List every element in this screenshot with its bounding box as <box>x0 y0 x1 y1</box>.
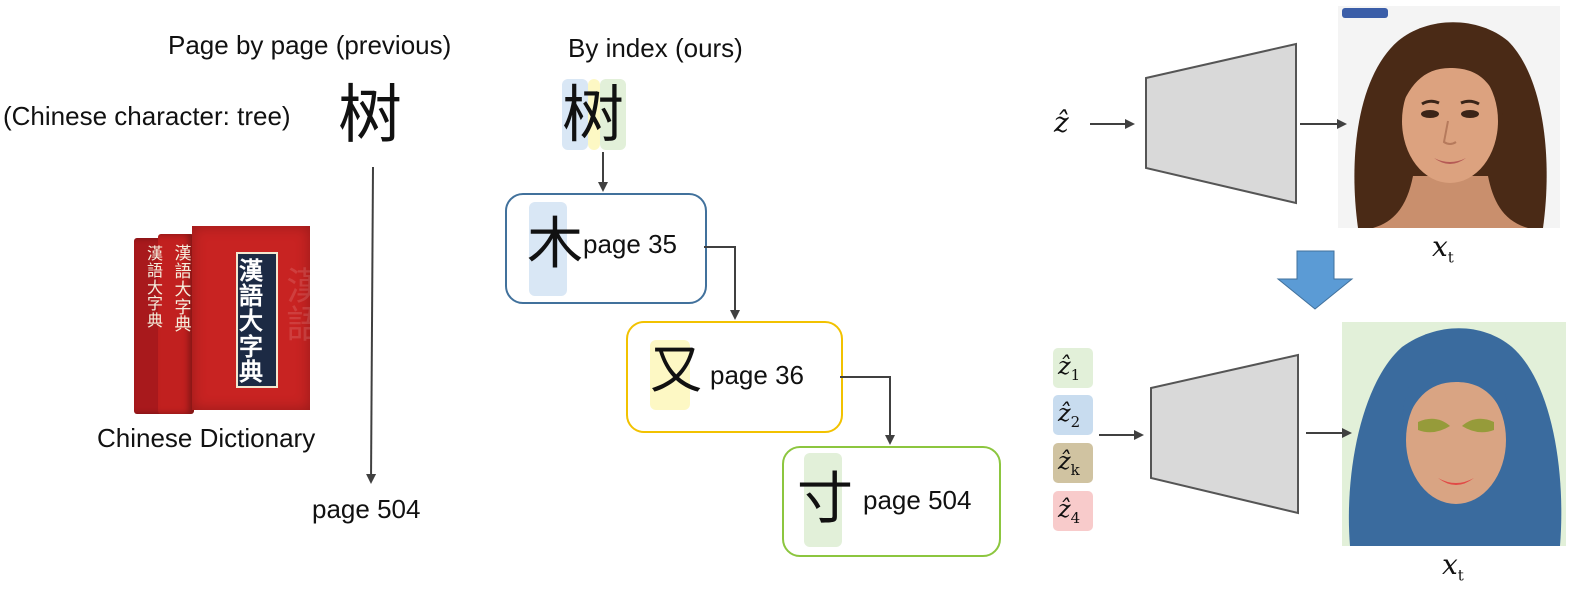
latent-chip-4 <box>1053 491 1093 531</box>
radical-highlight-right <box>600 79 626 150</box>
radical-highlight-middle <box>588 79 600 150</box>
latent-chip-k <box>1053 443 1093 483</box>
book-cover-title: 漢語大字典 <box>239 256 263 386</box>
book-caption: Chinese Dictionary <box>97 423 316 453</box>
step-3-highlight <box>804 453 842 547</box>
chinese-dictionary-image: 漢語 漢語大字典 漢語大字典 漢語大字典 <box>134 226 324 416</box>
index-arrow-2 <box>704 246 740 320</box>
latent-label-1: ẑ1 <box>1058 352 1081 384</box>
generator-top <box>1145 42 1297 205</box>
book-spine-title-2: 漢語大字典 <box>174 244 192 336</box>
generator-bottom <box>1150 353 1299 515</box>
char-caption: (Chinese character: tree) <box>3 101 291 131</box>
step-1-char: 木 <box>527 212 583 277</box>
middle-heading: By index (ours) <box>568 33 743 63</box>
page-by-page-arrow <box>366 166 377 484</box>
latent-chip-2 <box>1053 395 1093 435</box>
output-label-top: xt <box>1432 230 1454 267</box>
latent-label-k: ẑk <box>1058 447 1080 479</box>
index-arrow-3 <box>840 376 895 445</box>
latent-label-4: ẑ4 <box>1058 495 1081 527</box>
output-label-bottom: xt <box>1442 548 1464 585</box>
down-arrow <box>1276 250 1354 310</box>
left-bottom-label: page 504 <box>312 494 421 524</box>
left-heading: Page by page (previous) <box>168 30 452 60</box>
face-image-top <box>1338 6 1560 228</box>
book-spine-title: 漢語大字典 <box>146 244 163 331</box>
tree-character-index: 树 <box>562 78 625 151</box>
step-1-label: page 35 <box>583 229 677 259</box>
step-2-highlight <box>650 340 690 410</box>
tree-character-left: 树 <box>338 79 402 153</box>
face-image-segmented <box>1342 322 1566 546</box>
latent-label-2: ẑ2 <box>1058 399 1081 431</box>
input-latent-top: ẑ <box>1054 106 1069 139</box>
step-2-char: 又 <box>650 341 703 401</box>
step-1-highlight <box>529 202 567 296</box>
latent-chip-1 <box>1053 348 1093 388</box>
radical-highlight-left <box>562 79 588 150</box>
step-3-label: page 504 <box>863 485 972 515</box>
step-3-char: 寸 <box>797 467 853 532</box>
step-2-label: page 36 <box>710 360 804 390</box>
